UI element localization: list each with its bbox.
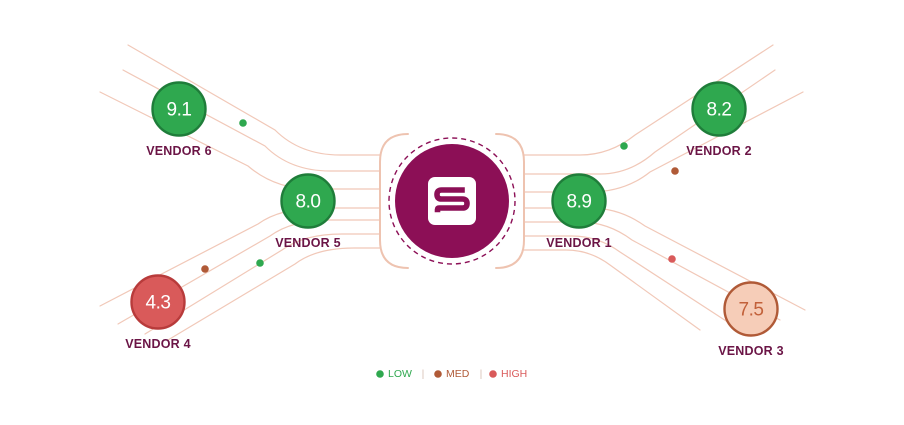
hub-brackets	[379, 133, 525, 269]
vendor-label: VENDOR 6	[146, 144, 212, 158]
vendor-label: VENDOR 4	[125, 337, 191, 351]
legend-item-high: HIGH	[489, 368, 527, 380]
status-dot	[201, 265, 209, 273]
status-dot	[620, 142, 628, 150]
hub-dashed-ring	[388, 137, 516, 265]
score-circle	[691, 81, 747, 137]
score-circle	[280, 173, 336, 229]
legend-item-med: MED	[434, 368, 470, 380]
left-bracket	[379, 133, 409, 269]
legend: LOW | MED | HIGH	[376, 368, 527, 380]
connection-line	[144, 233, 381, 335]
score-circle	[723, 281, 779, 337]
score-circle	[130, 274, 186, 330]
connection-line	[523, 235, 741, 331]
legend-label: HIGH	[501, 368, 527, 380]
score-value: 4.3	[146, 293, 171, 314]
right-bracket	[495, 133, 525, 269]
status-dot	[256, 259, 264, 267]
legend-label: LOW	[388, 368, 412, 380]
connection-line	[167, 247, 381, 341]
status-dot	[239, 119, 247, 127]
connection-line	[99, 91, 381, 190]
score-value: 8.0	[296, 192, 321, 213]
score-value: 7.5	[739, 300, 764, 321]
connection-line	[127, 44, 381, 156]
score-circle	[551, 173, 607, 229]
score-value: 8.9	[567, 192, 592, 213]
connection-line	[122, 69, 381, 172]
status-dot	[668, 255, 676, 263]
legend-separator: |	[480, 368, 483, 380]
legend-dot	[434, 370, 442, 378]
legend-dot	[489, 370, 497, 378]
connection-line	[523, 69, 776, 175]
legend-item-low: LOW	[376, 368, 412, 380]
vendor-label: VENDOR 1	[546, 236, 612, 250]
connection-line	[523, 249, 701, 331]
vendor-label: VENDOR 2	[686, 144, 752, 158]
status-dot	[671, 167, 679, 175]
hub[interactable]	[388, 137, 516, 265]
vendor-label: VENDOR 3	[718, 344, 784, 358]
legend-separator: |	[422, 368, 425, 380]
status-dots	[201, 119, 679, 273]
score-value: 9.1	[167, 100, 192, 121]
score-value: 8.2	[707, 100, 732, 121]
legend-dot	[376, 370, 384, 378]
connection-line	[523, 44, 774, 156]
vendor-label: VENDOR 5	[275, 236, 341, 250]
legend-label: MED	[446, 368, 470, 380]
s-logo-icon	[428, 177, 476, 225]
score-circle	[151, 81, 207, 137]
